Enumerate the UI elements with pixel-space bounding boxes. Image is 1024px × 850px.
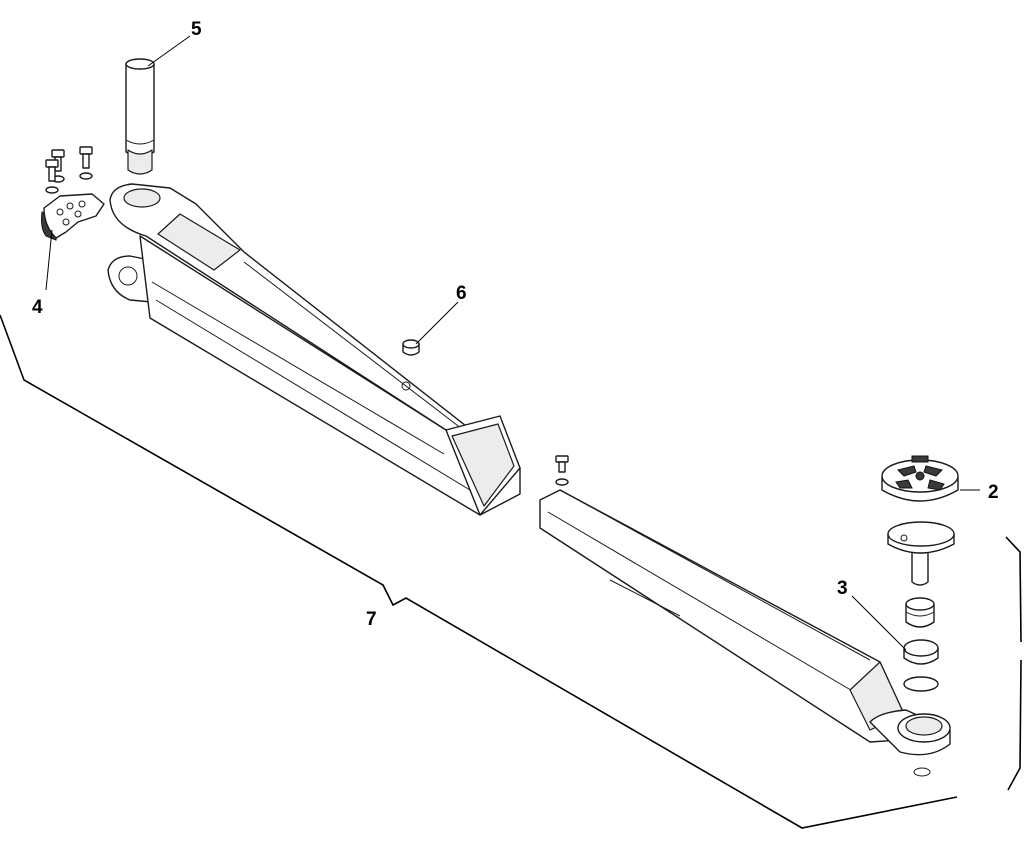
leader-line-3 bbox=[851, 595, 907, 651]
rubber-pad-part-2 bbox=[881, 455, 959, 502]
callout-5: 5 bbox=[191, 19, 202, 40]
callout-2: 2 bbox=[988, 482, 999, 503]
callout-6: 6 bbox=[456, 283, 467, 304]
callout-3: 3 bbox=[837, 578, 848, 599]
assembly-bracket-right-lower bbox=[1007, 659, 1022, 791]
lift-disc bbox=[887, 521, 955, 586]
gear-segment-part-4 bbox=[41, 193, 105, 241]
adapter-stack-part-3 bbox=[903, 597, 939, 692]
callout-7: 7 bbox=[366, 609, 377, 630]
assembly-bracket-7 bbox=[0, 314, 958, 829]
leader-line-6 bbox=[415, 301, 459, 345]
leader-line-5 bbox=[147, 35, 191, 67]
upper-arm-section bbox=[107, 183, 521, 516]
assembly-bracket-right-upper bbox=[1005, 536, 1022, 643]
plug-part-6 bbox=[402, 339, 420, 356]
pin-part-5 bbox=[125, 58, 155, 175]
lower-arm-section bbox=[539, 489, 951, 777]
screw-lower-arm bbox=[555, 455, 569, 486]
leader-line-4 bbox=[45, 229, 53, 291]
callout-4: 4 bbox=[32, 297, 43, 318]
bolt-set-part-4 bbox=[45, 146, 93, 194]
